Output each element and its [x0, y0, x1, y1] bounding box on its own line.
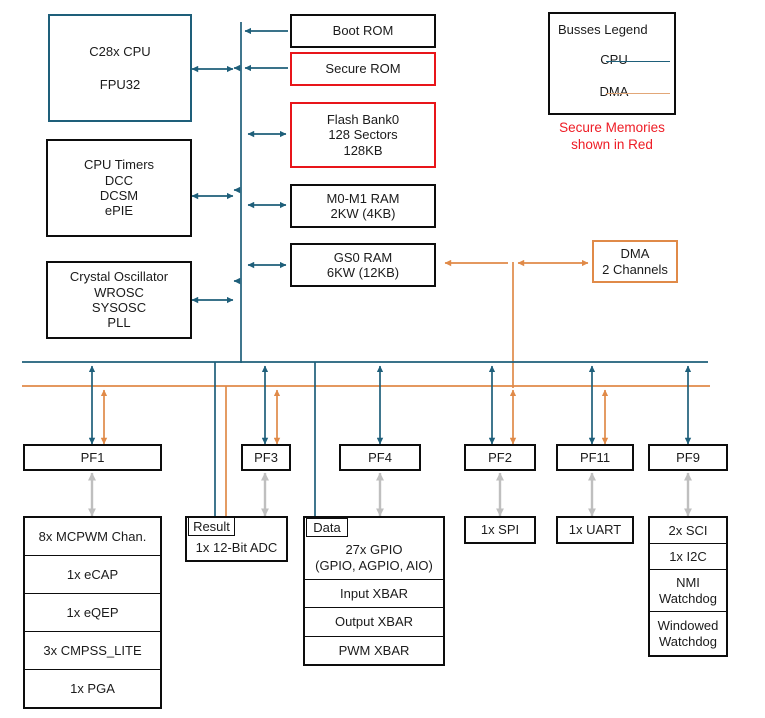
peripheral-cell-label: 3x CMPSS_LITE — [43, 642, 142, 658]
peripheral-cell-windowed-watchdog[interactable]: Windowed Watchdog — [650, 612, 726, 655]
peripheral-cell-label: 1x 12-Bit ADC — [195, 539, 278, 555]
peripheral-cell-label: Windowed — [657, 618, 719, 634]
memory-label: GS0 RAM — [333, 249, 393, 265]
timers-block[interactable]: CPU Timers DCC DCSM ePIE — [46, 139, 192, 237]
peripheral-cell-adc[interactable]: 1x 12-Bit ADC — [187, 518, 286, 560]
dma-label-line2: 2 Channels — [602, 261, 668, 277]
adc-result-tab[interactable]: Result — [188, 517, 235, 536]
peripheral-stack-control[interactable]: 8x MCPWM Chan. 1x eCAP 1x eQEP 3x CMPSS_… — [23, 516, 162, 709]
cpu-block[interactable]: C28x CPU FPU32 — [48, 14, 192, 122]
clocks-label-line1: Crystal Oscillator — [69, 269, 169, 285]
legend-swatch-cpu-line — [606, 61, 670, 62]
peripheral-cell-pwm-xbar[interactable]: PWM XBAR — [305, 637, 443, 664]
peripheral-cell-nmi-watchdog[interactable]: NMI Watchdog — [650, 570, 726, 612]
peripheral-stack-spi[interactable]: 1x SPI — [464, 516, 536, 544]
pf-label: PF9 — [676, 449, 700, 465]
peripheral-cell-label: 2x SCI — [668, 522, 708, 538]
pf-box-pf3[interactable]: PF3 — [241, 444, 291, 471]
peripheral-cell-label: Output XBAR — [334, 614, 414, 630]
pf-box-pf11[interactable]: PF11 — [556, 444, 634, 471]
memory-label: M0-M1 RAM — [326, 190, 400, 206]
timers-label-line3: DCSM — [99, 188, 139, 203]
memory-block-gs0-ram[interactable]: GS0 RAM 6KW (12KB) — [290, 243, 436, 287]
pf-box-pf1[interactable]: PF1 — [23, 444, 162, 471]
memory-block-flash-bank0[interactable]: Flash Bank0 128 Sectors 128KB — [290, 102, 436, 168]
legend-row-cpu: CPU — [558, 52, 670, 68]
pf-label: PF4 — [368, 449, 392, 465]
gpio-data-tab-label: Data — [313, 520, 341, 535]
pf-label: PF3 — [254, 449, 278, 465]
peripheral-cell-mcpwm[interactable]: 8x MCPWM Chan. — [25, 518, 160, 556]
memory-block-m0m1-ram[interactable]: M0-M1 RAM 2KW (4KB) — [290, 184, 436, 228]
pf-label: PF11 — [579, 449, 611, 465]
memory-block-secure-rom[interactable]: Secure ROM — [290, 52, 436, 86]
peripheral-cell-ecap[interactable]: 1x eCAP — [25, 556, 160, 594]
peripheral-cell-label: PWM XBAR — [338, 642, 410, 658]
legend-row-dma: DMA — [558, 84, 670, 100]
memory-label: 2KW (4KB) — [330, 206, 396, 221]
peripheral-cell-input-xbar[interactable]: Input XBAR — [305, 580, 443, 609]
peripheral-stack-gpio[interactable]: 27x GPIO (GPIO, AGPIO, AIO) Input XBAR O… — [303, 516, 445, 666]
cpu-label-line1: C28x CPU — [89, 43, 151, 59]
peripheral-cell-label: 27x GPIO — [345, 542, 403, 558]
dma-label-line1: DMA — [620, 246, 650, 262]
peripheral-stack-adc[interactable]: 1x 12-Bit ADC — [185, 516, 288, 562]
adc-result-tab-label: Result — [193, 519, 230, 534]
legend-swatch-dma-line — [606, 93, 670, 94]
legend-label-dma: DMA — [599, 84, 629, 99]
peripheral-cell-label: (GPIO, AGPIO, AIO) — [315, 557, 433, 573]
pf-box-pf4[interactable]: PF4 — [339, 444, 421, 471]
timers-label-line1: CPU Timers — [83, 157, 155, 173]
peripheral-stack-comms[interactable]: 2x SCI 1x I2C NMI Watchdog Windowed Watc… — [648, 516, 728, 657]
peripheral-cell-label: 1x PGA — [70, 680, 115, 696]
peripheral-cell-pga[interactable]: 1x PGA — [25, 670, 160, 707]
secure-memory-note: Secure Memories shown in Red — [548, 120, 676, 154]
peripheral-stack-uart[interactable]: 1x UART — [556, 516, 634, 544]
memory-label: 6KW (12KB) — [326, 265, 400, 280]
peripheral-cell-label: Watchdog — [658, 633, 718, 649]
memory-label: 128KB — [343, 142, 383, 158]
peripheral-cell-i2c[interactable]: 1x I2C — [650, 544, 726, 570]
peripheral-cell-eqep[interactable]: 1x eQEP — [25, 594, 160, 632]
legend-title: Busses Legend — [558, 22, 648, 37]
pf-box-pf9[interactable]: PF9 — [648, 444, 728, 471]
peripheral-cell-spi[interactable]: 1x SPI — [466, 518, 534, 542]
clocks-label-line2: WROSC — [94, 284, 144, 300]
gpio-data-tab[interactable]: Data — [306, 518, 348, 537]
pf-label: PF1 — [80, 449, 105, 465]
pf-box-pf2[interactable]: PF2 — [464, 444, 536, 471]
memory-label: Boot ROM — [332, 23, 394, 39]
busses-legend: Busses Legend CPU DMA — [548, 12, 676, 115]
peripheral-cell-gpio[interactable]: 27x GPIO (GPIO, AGPIO, AIO) — [305, 518, 443, 580]
clocks-label-line3: SYSOSC — [91, 300, 147, 315]
peripheral-cell-label: 1x SPI — [480, 522, 520, 538]
clocks-block[interactable]: Crystal Oscillator WROSC SYSOSC PLL — [46, 261, 192, 339]
memory-block-boot-rom[interactable]: Boot ROM — [290, 14, 436, 48]
timers-label-line2: DCC — [104, 172, 134, 188]
peripheral-cell-label: Input XBAR — [340, 586, 408, 601]
peripheral-cell-label: 8x MCPWM Chan. — [38, 528, 147, 544]
peripheral-cell-uart[interactable]: 1x UART — [558, 518, 632, 542]
memory-label: 128 Sectors — [328, 127, 398, 143]
peripheral-cell-label: Watchdog — [658, 590, 718, 606]
peripheral-cell-sci[interactable]: 2x SCI — [650, 518, 726, 544]
legend-label-cpu: CPU — [600, 52, 628, 67]
timers-label-line4: ePIE — [104, 203, 134, 219]
secure-memory-note-line1: Secure Memories — [559, 120, 665, 135]
peripheral-cell-label: 1x I2C — [669, 548, 707, 564]
peripheral-cell-output-xbar[interactable]: Output XBAR — [305, 608, 443, 637]
pf-label: PF2 — [488, 449, 512, 465]
peripheral-cell-label: 1x eQEP — [66, 604, 119, 620]
dma-block[interactable]: DMA 2 Channels — [592, 240, 678, 283]
memory-label: Secure ROM — [325, 61, 401, 77]
secure-memory-note-line2: shown in Red — [571, 136, 653, 152]
clocks-label-line4: PLL — [107, 315, 131, 331]
peripheral-cell-label: 1x eCAP — [66, 566, 119, 582]
peripheral-cell-label: 1x UART — [568, 522, 622, 538]
cpu-label-line2: FPU32 — [99, 77, 141, 92]
peripheral-cell-label: NMI — [676, 575, 700, 591]
memory-label: Flash Bank0 — [326, 112, 400, 127]
peripheral-cell-cmpss-lite[interactable]: 3x CMPSS_LITE — [25, 632, 160, 670]
